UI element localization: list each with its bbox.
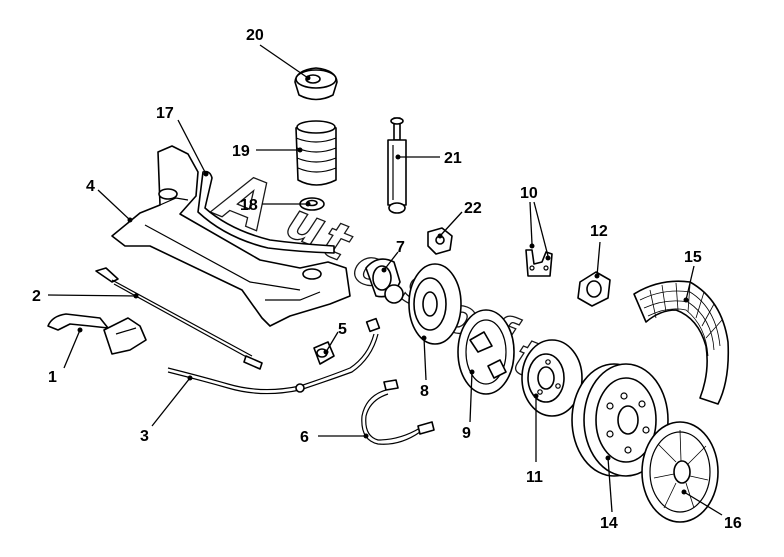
callout-17: 17 [156,105,174,122]
brake-hose-part [361,379,435,445]
callout-19: 19 [232,143,250,160]
callout-12: 12 [590,223,608,240]
bracket-part [525,249,553,277]
callout-22: 22 [464,200,482,217]
callout-20: 20 [246,27,264,44]
stub-axle-part [408,263,462,345]
wheel-trim-part [641,421,719,523]
hub-cap-part [577,271,611,307]
callout-18: 18 [240,197,258,214]
callout-16: 16 [724,515,742,532]
callout-11: 11 [526,469,543,486]
callout-5: 5 [338,321,347,338]
bump-stop-part [295,120,337,186]
handbrake-lever-part [47,313,147,355]
nut-block-part [427,227,453,255]
brake-cable-part [167,317,381,395]
callout-6: 6 [300,429,309,446]
callout-leaders [47,44,723,516]
callout-7: 7 [396,239,405,256]
shock-absorber-part [387,117,407,214]
callout-3: 3 [140,428,149,445]
callout-4: 4 [86,178,95,195]
callout-21: 21 [444,150,462,167]
callout-1: 1 [48,369,57,386]
brake-backplate-part [457,309,515,395]
callout-numbers: 1 2 3 4 5 6 7 8 9 10 11 12 14 15 16 17 1… [32,27,742,532]
callout-2: 2 [32,288,41,305]
callout-9: 9 [462,425,471,442]
callout-10: 10 [520,185,538,202]
wheel-bearing-part [365,258,404,304]
callout-15: 15 [684,249,702,266]
callout-14: 14 [600,515,618,532]
axle-beam-part [111,145,351,327]
washer-part [299,197,325,211]
anti-roll-bar-part [197,170,335,254]
callout-8: 8 [420,383,429,400]
